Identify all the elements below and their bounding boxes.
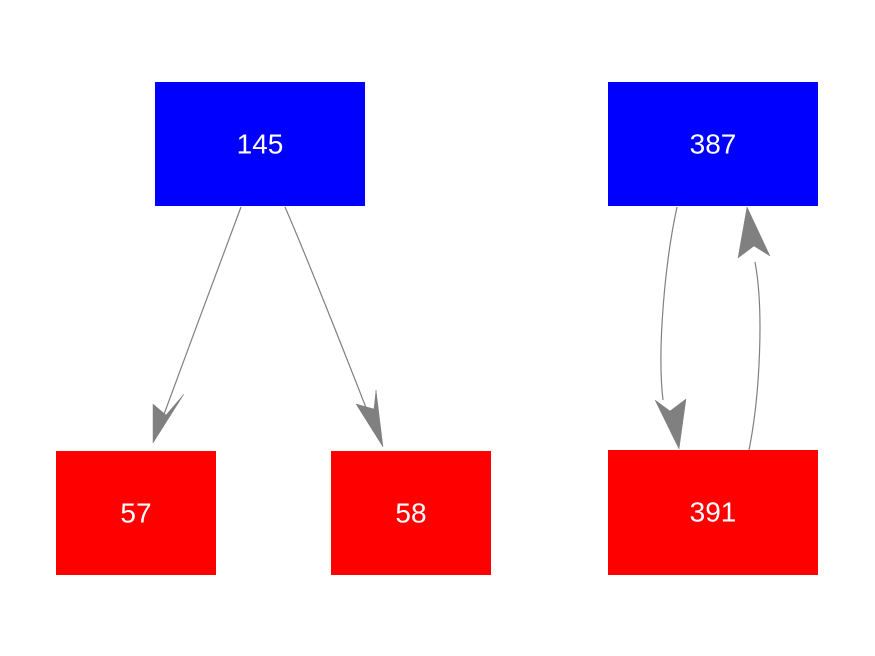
edge-line [748,261,761,451]
node-387[interactable]: 387 [608,82,818,206]
node-box [331,451,491,575]
arrowhead-icon [355,389,384,448]
node-58[interactable]: 58 [331,451,491,575]
edge-line [660,206,678,401]
node-box [608,82,818,206]
arrowhead-icon [152,393,185,444]
node-391[interactable]: 391 [608,450,818,575]
arrowhead-icon [737,206,771,259]
node-57[interactable]: 57 [56,451,216,575]
edge-145-58[interactable] [284,206,384,448]
edge-391-387[interactable] [737,206,771,451]
edge-145-57[interactable] [152,206,242,444]
arrowhead-icon [654,398,687,450]
node-box [155,82,365,206]
node-145[interactable]: 145 [155,82,365,206]
nodes-layer: 145 57 58 387 391 [56,82,818,575]
edge-line [162,206,242,418]
node-box [56,451,216,575]
edges-layer [152,206,771,451]
edge-line [284,206,371,419]
edge-387-391[interactable] [654,206,687,450]
node-box [608,450,818,575]
